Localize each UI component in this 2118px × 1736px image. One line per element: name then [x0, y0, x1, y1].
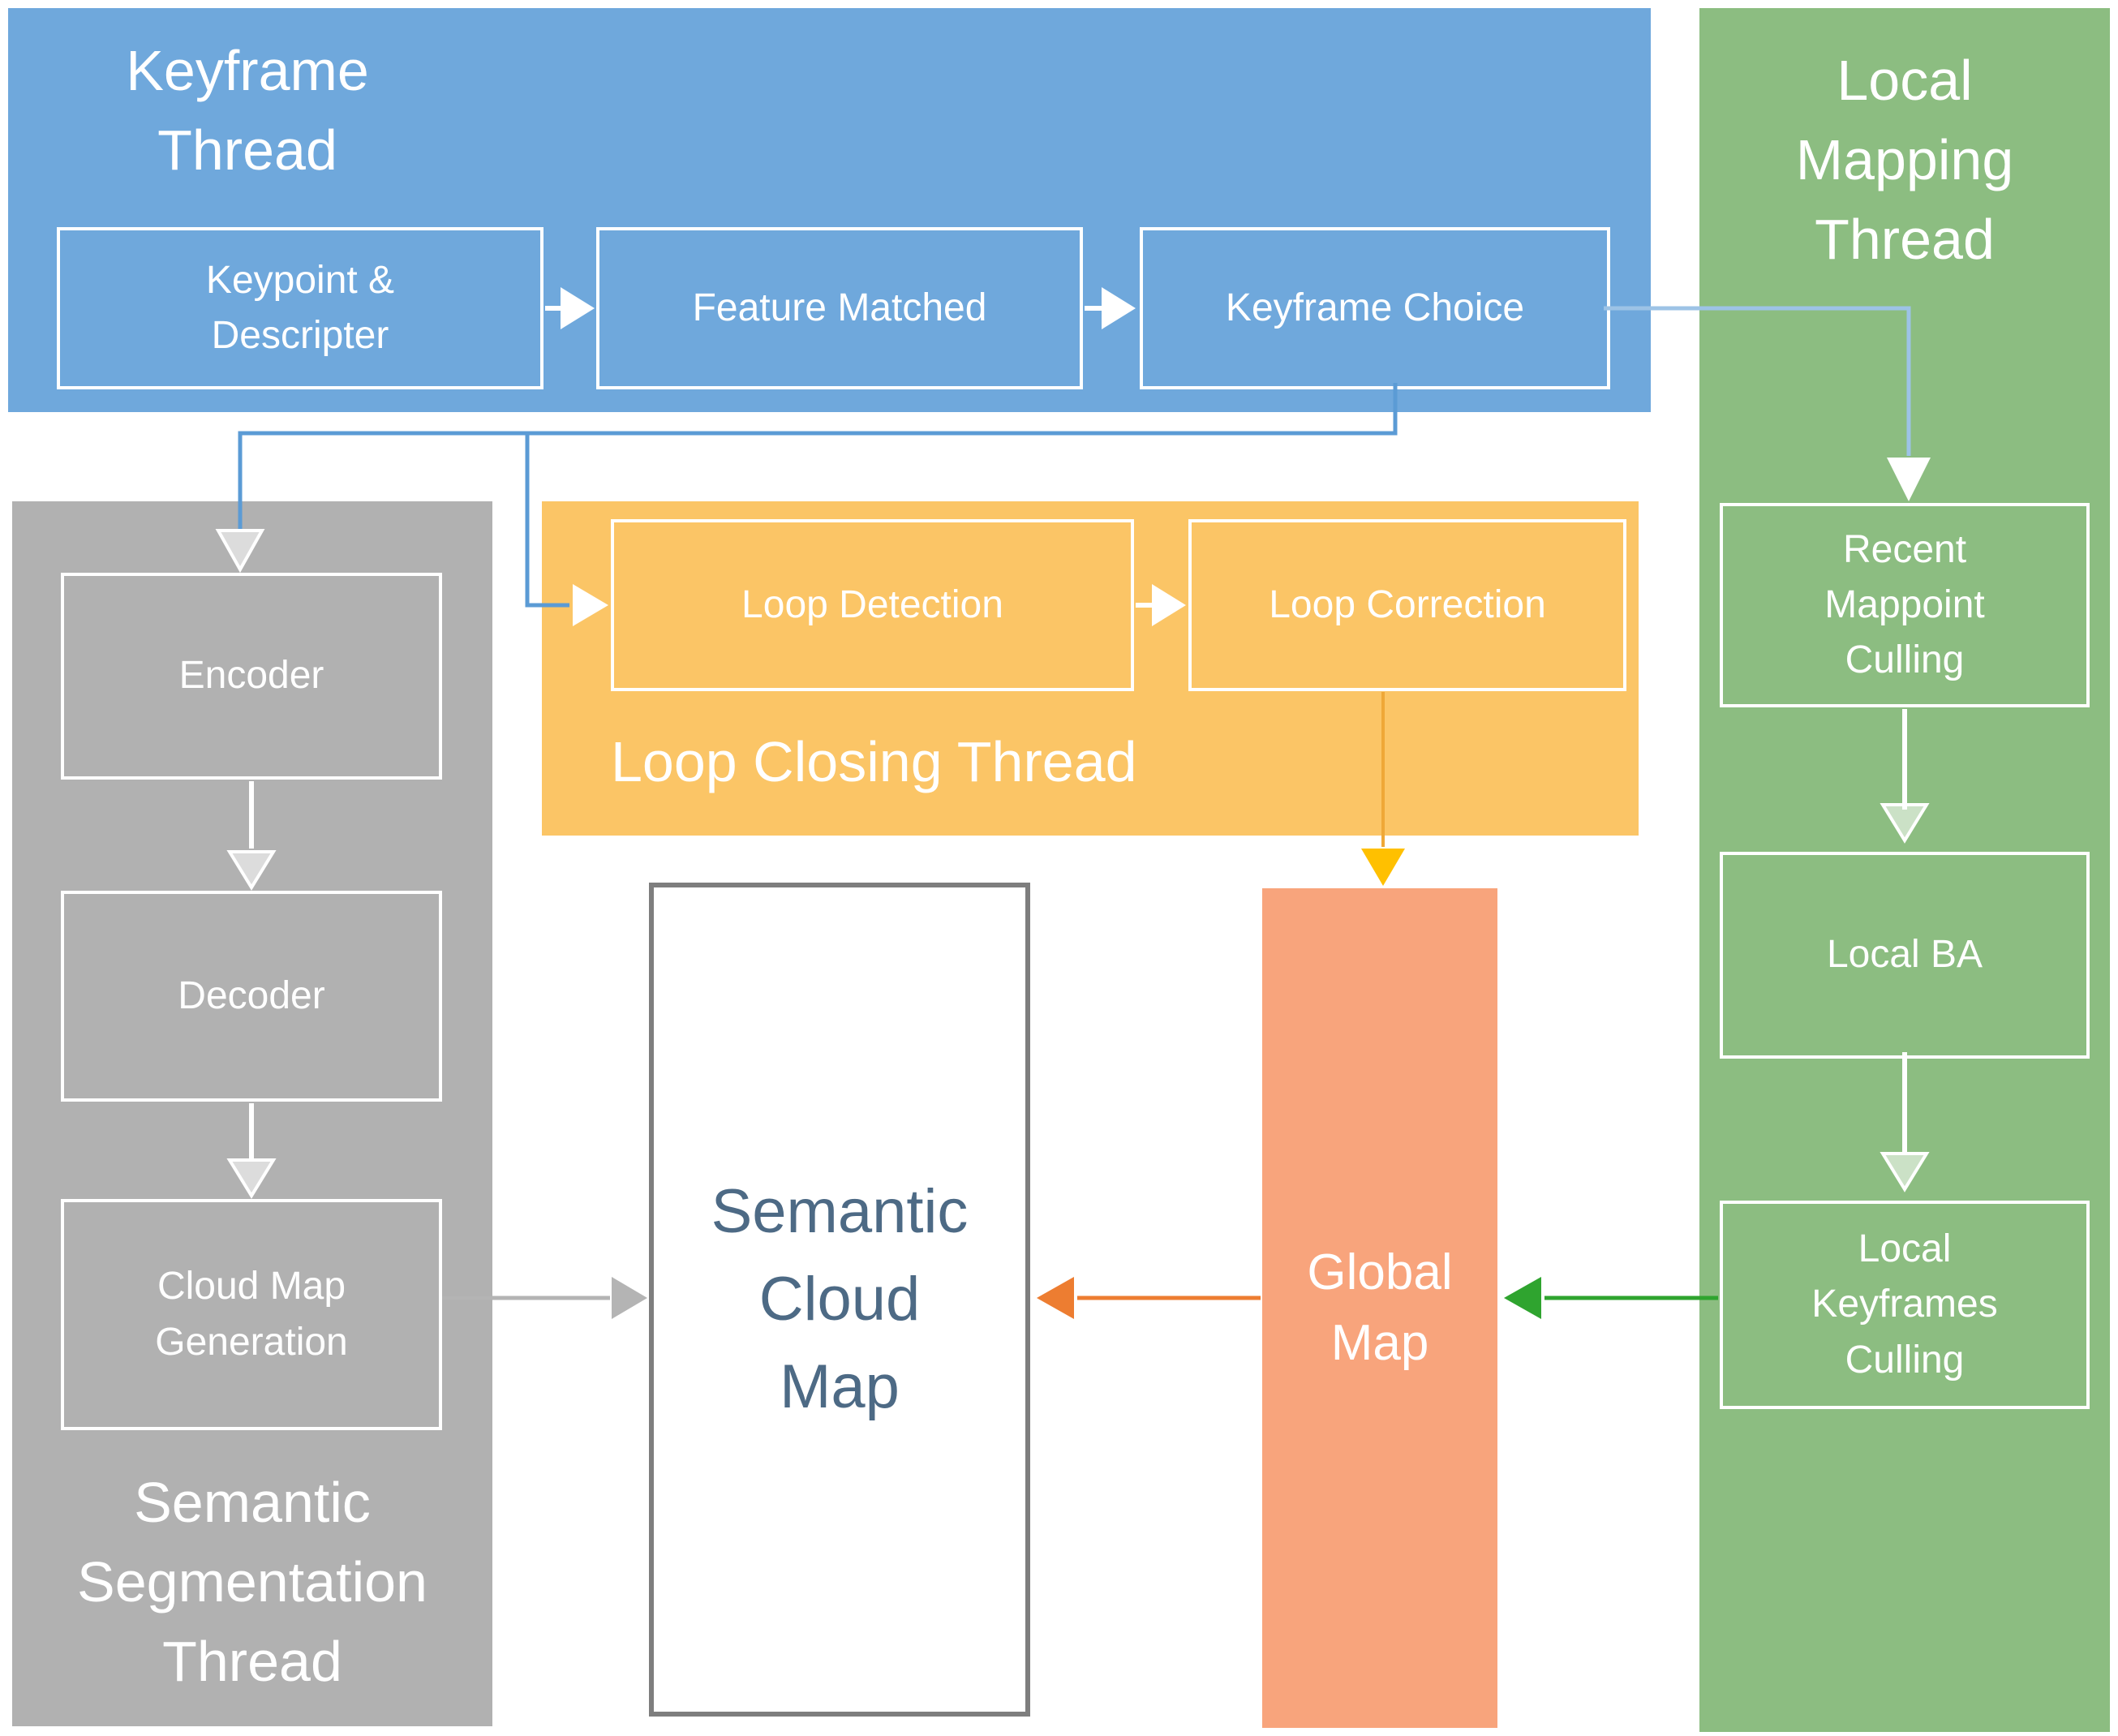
decoder-label: Decoder — [178, 973, 325, 1017]
encoder-box: Encoder — [61, 573, 442, 780]
local-mapping-thread-title: Local Mapping Thread — [1795, 49, 2014, 271]
cloud-map-generation-label: Cloud Map Generation — [155, 1265, 348, 1364]
keyframe-thread-title: Keyframe Thread — [126, 39, 369, 182]
global-map-box: Global Map — [1262, 888, 1497, 1728]
keypoint-descripter-box: Keypoint & Descripter — [57, 227, 543, 389]
recent-mappoint-culling-box: Recent Mappoint Culling — [1720, 503, 2090, 707]
arrowhead-global-map-to-semantic-cloud-map — [1037, 1277, 1074, 1319]
semantic-cloud-map-label: Semantic Cloud Map — [711, 1177, 969, 1421]
loop-correction-box: Loop Correction — [1188, 519, 1626, 691]
decoder-box: Decoder — [61, 891, 442, 1102]
feature-matched-box: Feature Matched — [596, 227, 1083, 389]
feature-matched-label: Feature Matched — [692, 286, 987, 329]
local-ba-label: Local BA — [1826, 933, 1983, 977]
local-keyframes-culling-box: Local Keyframes Culling — [1720, 1201, 2090, 1409]
keypoint-descripter-label: Keypoint & Descripter — [205, 258, 395, 357]
global-map-label: Global Map — [1307, 1244, 1453, 1371]
encoder-label: Encoder — [178, 654, 324, 698]
loop-closing-thread-container: Loop Detection Loop Correction Loop Clos… — [542, 501, 1639, 836]
loop-closing-thread-title: Loop Closing Thread — [611, 730, 1137, 793]
keyframe-thread-container: Keyframe Thread Keypoint & Descripter Fe… — [8, 8, 1651, 412]
keyframe-choice-box: Keyframe Choice — [1140, 227, 1610, 389]
loop-detection-box: Loop Detection — [611, 519, 1134, 691]
semantic-segmentation-thread-container: Encoder Decoder Cloud Map Generation Sem… — [12, 501, 492, 1726]
recent-mappoint-culling-label: Recent Mappoint Culling — [1824, 527, 1985, 682]
keyframe-choice-label: Keyframe Choice — [1225, 286, 1525, 329]
semantic-segmentation-thread-title: Semantic Segmentation Thread — [77, 1471, 427, 1693]
loop-correction-label: Loop Correction — [1269, 582, 1546, 626]
local-mapping-thread-container: Local Mapping Thread Recent Mappoint Cul… — [1699, 8, 2110, 1732]
local-keyframes-culling-label: Local Keyframes Culling — [1811, 1227, 1998, 1381]
local-ba-box: Local BA — [1720, 852, 2090, 1059]
arrowhead-keyframes-culling-to-global-map — [1504, 1277, 1541, 1319]
loop-detection-label: Loop Detection — [741, 582, 1003, 626]
semantic-cloud-map-box: Semantic Cloud Map — [649, 883, 1030, 1717]
cloud-map-generation-box: Cloud Map Generation — [61, 1199, 442, 1430]
arrowhead-correction-to-global-map — [1361, 849, 1405, 886]
arrowhead-cloud-map-to-semantic-cloud-map — [612, 1277, 647, 1319]
